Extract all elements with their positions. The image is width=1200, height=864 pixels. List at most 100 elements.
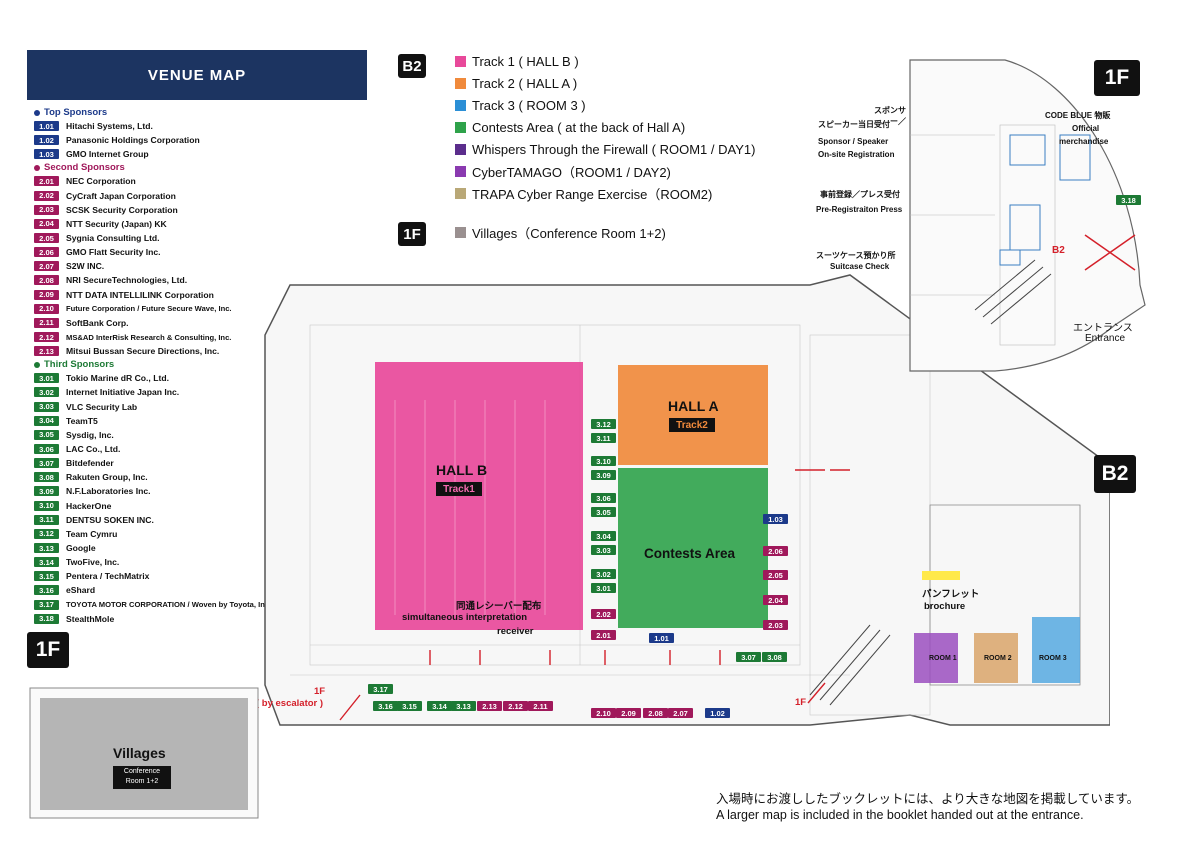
booth-2-07: 2.07 <box>668 708 693 718</box>
sponsor-booth-code: 3.07 <box>34 458 59 469</box>
merch-en1: Official <box>1072 124 1100 133</box>
legend-label: CyberTAMAGO（ROOM1 / DAY2) <box>472 164 671 180</box>
1f-inset-map <box>909 59 1146 372</box>
legend-swatch <box>455 55 466 67</box>
sponsor-booth-code: 3.18 <box>34 613 59 624</box>
booth-3-07: 3.07 <box>736 652 761 662</box>
booth-3-18: 3.18 <box>1116 195 1141 205</box>
sponsor-booth-code: 1.03 <box>34 149 59 160</box>
sponsor-name: TeamT5 <box>66 415 98 426</box>
sponsor-booth-code: 3.12 <box>34 528 59 539</box>
booth-3-03: 3.03 <box>591 545 616 555</box>
sponsor-booth-code: 2.05 <box>34 233 59 244</box>
booth-3-13: 3.13 <box>451 701 476 711</box>
sponsor-reg-en1: Sponsor / Speaker <box>818 137 889 146</box>
booth-3-16: 3.16 <box>373 701 398 711</box>
brochure-label-en: brochure <box>924 601 966 612</box>
villages-room-badge: Conference Room 1+2 <box>113 766 171 789</box>
villages-map <box>29 687 259 819</box>
sponsor-row: 2.05 Sygnia Consulting Ltd. <box>34 231 364 245</box>
sponsor-row: 1.01 Hitachi Systems, Ltd. <box>34 119 364 133</box>
booth-3-12: 3.12 <box>591 419 616 429</box>
entrance-en: Entrance <box>1085 333 1126 344</box>
sponsor-booth-code: 2.06 <box>34 247 59 258</box>
sponsor-booth-code: 1.01 <box>34 121 59 132</box>
booth-2-01: 2.01 <box>591 630 616 640</box>
hall-b-track-badge: Track1 <box>436 482 482 496</box>
sponsor-name: Google <box>66 543 96 553</box>
sponsor-row: 3.11 DENTSU SOKEN INC. <box>34 513 364 527</box>
sponsor-name: TOYOTA MOTOR CORPORATION / Woven by Toyo… <box>66 600 272 610</box>
sponsor-name: VLC Security Lab <box>66 401 138 412</box>
sponsor-name: Internet Initiative Japan Inc. <box>66 387 180 398</box>
booth-2-13: 2.13 <box>477 701 502 711</box>
sponsor-name: NRI SecureTechnologies, Ltd. <box>66 275 188 286</box>
sponsor-booth-code: 2.02 <box>34 190 59 201</box>
b2-floor-map <box>264 274 1110 726</box>
sponsor-booth-code: 2.12 <box>34 332 59 343</box>
merch-en2: merchandise <box>1059 137 1109 146</box>
interp-label-en1: simultaneous interpretation <box>402 612 528 623</box>
sponsor-booth-code: 2.10 <box>34 303 59 314</box>
sponsor-name: Hitachi Systems, Ltd. <box>66 121 153 132</box>
sponsor-booth-code: 3.03 <box>34 401 59 412</box>
booth-2-11: 2.11 <box>528 701 553 711</box>
booth-1-01: 1.01 <box>649 633 674 643</box>
booth-2-03: 2.03 <box>763 620 788 630</box>
sponsor-booth-code: 3.08 <box>34 472 59 483</box>
legend-1f: Villages（Conference Room 1+2) <box>455 221 666 243</box>
sponsor-booth-code: 2.03 <box>34 204 59 215</box>
legend-swatch <box>455 77 466 89</box>
merch-jp: CODE BLUE 物販 <box>1045 111 1111 120</box>
sponsor-booth-code: 2.11 <box>34 317 59 328</box>
sponsor-name: LAC Co., Ltd. <box>66 444 121 455</box>
booth-2-12: 2.12 <box>503 701 528 711</box>
bullet-icon <box>34 361 40 368</box>
sponsor-booth-code: 3.04 <box>34 415 59 426</box>
to-1f-label-left: 1F <box>314 686 326 697</box>
to-1f-label-right: 1F <box>795 697 807 708</box>
legend-swatch <box>455 187 466 199</box>
bullet-icon <box>34 164 40 171</box>
brochure-label-jp: パンフレット <box>922 589 980 600</box>
room2-label: ROOM 2 <box>984 655 1012 662</box>
sponsor-booth-code: 3.02 <box>34 387 59 398</box>
room3-label: ROOM 3 <box>1039 655 1067 662</box>
villages-sub2: Room 1+2 <box>125 778 159 785</box>
legend-label: Contests Area ( at the back of Hall A) <box>472 119 686 135</box>
sponsor-booth-code: 3.11 <box>34 514 59 525</box>
sponsor-booth-code: 2.09 <box>34 289 59 300</box>
booth-2-06: 2.06 <box>763 546 788 556</box>
bullet-icon <box>34 109 40 116</box>
sponsor-booth-code: 1.02 <box>34 135 59 146</box>
sponsor-name: N.F.Laboratories Inc. <box>66 486 151 497</box>
sponsor-booth-code: 2.04 <box>34 218 59 229</box>
legend-swatch <box>455 165 466 177</box>
sponsor-name: DENTSU SOKEN INC. <box>66 514 154 525</box>
legend-label: Track 3 ( ROOM 3 ) <box>472 97 586 113</box>
contests-area-label: Contests Area <box>644 546 736 561</box>
hall-b-area <box>375 362 583 630</box>
sponsor-name: Sygnia Consulting Ltd. <box>66 233 160 244</box>
booth-3-01: 3.01 <box>591 583 616 593</box>
sponsor-booth-code: 3.14 <box>34 557 59 568</box>
sponsor-booth-code: 3.17 <box>34 599 59 610</box>
sponsor-row: 3.04 TeamT5 <box>34 414 364 428</box>
hall-a-track-badge: Track2 <box>669 418 715 432</box>
booth-2-08: 2.08 <box>643 708 668 718</box>
sponsor-booth-code: 3.15 <box>34 571 59 582</box>
entrance-jp: エントランス <box>1073 323 1133 334</box>
